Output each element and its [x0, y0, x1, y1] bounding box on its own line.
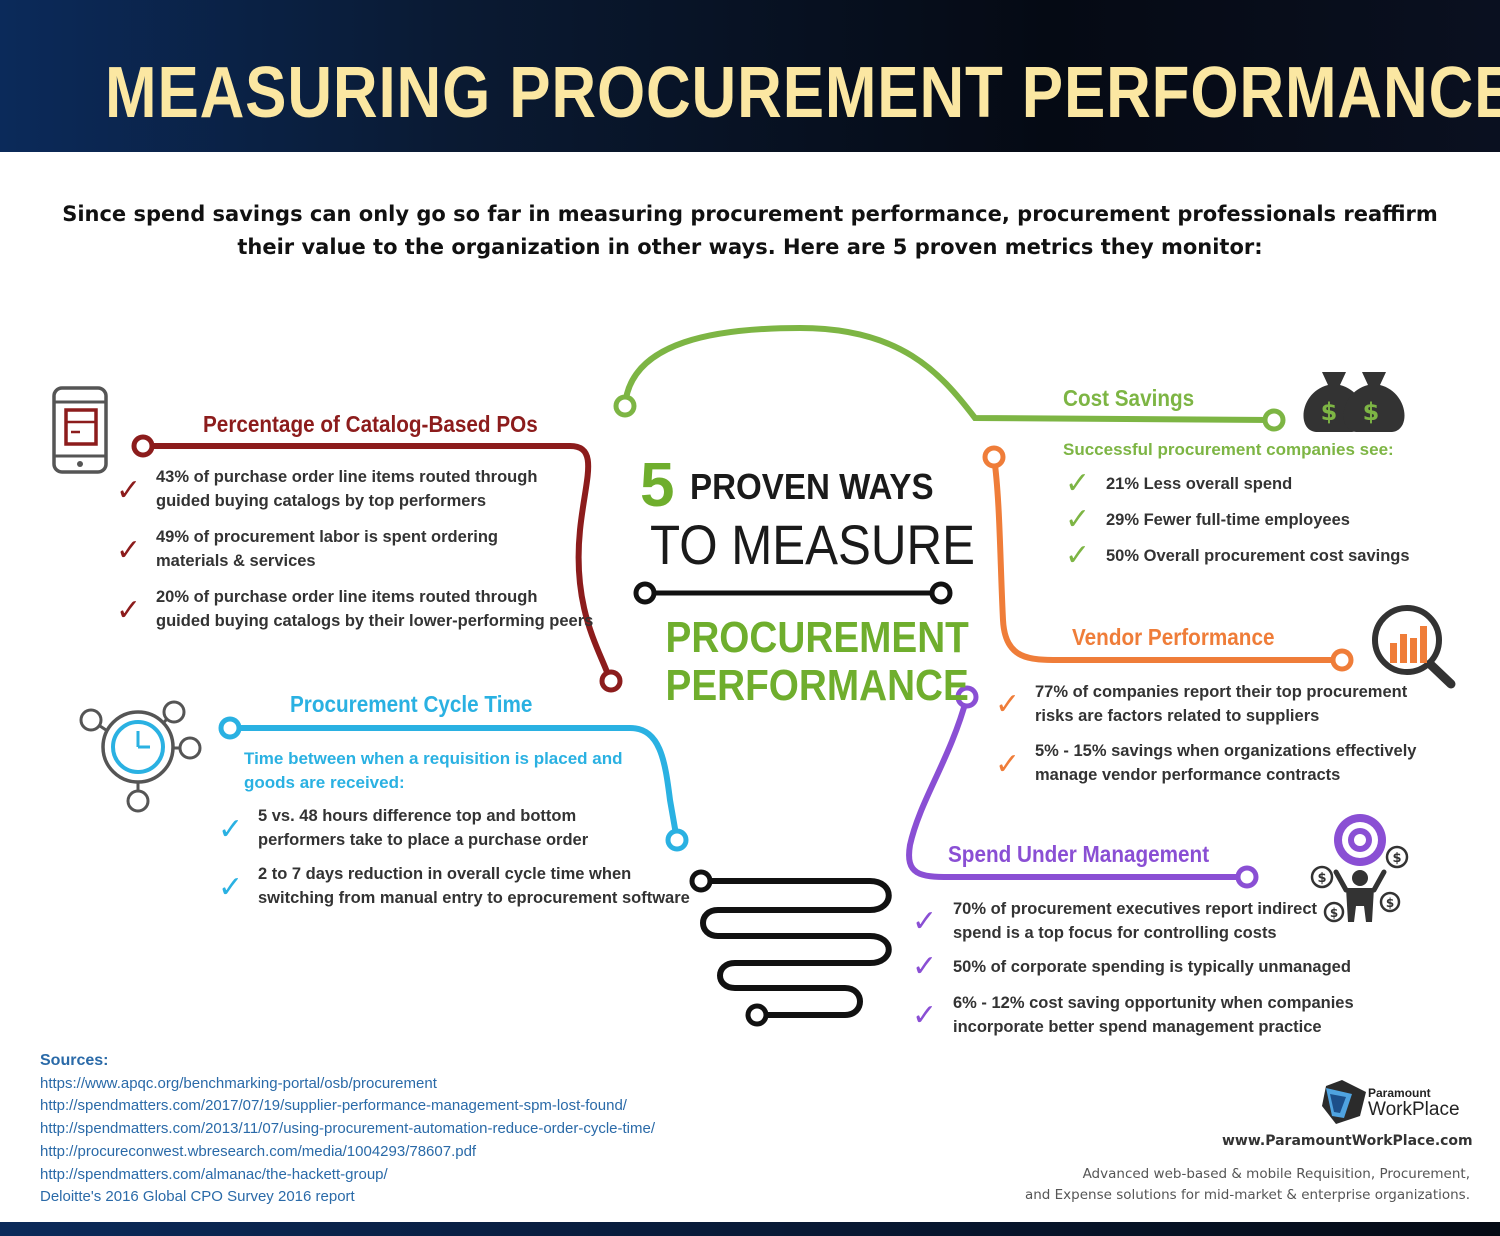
clock-network-icon [79, 700, 202, 813]
person-target-money-icon: $ $ $ $ [1310, 814, 1409, 923]
vendor-title: Vendor Performance [1072, 624, 1275, 650]
cost-connector-line [622, 324, 1275, 423]
catalog-bullet-3: 20% of purchase order line items routed … [156, 588, 594, 630]
svg-text:$: $ [1392, 851, 1401, 866]
cost-check-icon: ✓ [1065, 466, 1091, 501]
vendor-check-icon: ✓ [995, 687, 1021, 722]
cost-subtitle: Successful procurement companies see: [1063, 440, 1394, 459]
cost-bullet-1: 21% Less overall spend [1106, 475, 1293, 493]
cost-bullet-2: 29% Fewer full-time employees [1106, 511, 1350, 529]
cost-title: Cost Savings [1063, 385, 1195, 411]
cost-check-icon: ✓ [1065, 538, 1091, 573]
brand-tagline: Advanced web-based & mobile Requisition,… [1024, 1166, 1470, 1203]
spend-bullet-2: 50% of corporate spending is typically u… [953, 958, 1351, 976]
page-title: MEASURING PROCUREMENT PERFORMANCE? [105, 53, 1500, 133]
vendor-node-end [1330, 648, 1354, 672]
cycle-bullet-1: 5 vs. 48 hours difference top and bottom… [258, 807, 589, 849]
spend-check-icon: ✓ [912, 949, 938, 984]
catalog-bullet-2: 49% of procurement labor is spent orderi… [156, 528, 498, 570]
cycle-check-icon: ✓ [218, 812, 244, 847]
source-text: Deloitte's 2016 Global CPO Survey 2016 r… [40, 1188, 355, 1206]
cycle-node-start [218, 716, 242, 740]
cost-bullet-3: 50% Overall procurement cost savings [1106, 547, 1410, 565]
sources-heading: Sources: [40, 1052, 109, 1069]
catalog-check-icon: ✓ [116, 593, 142, 628]
spend-bullet-3: 6% - 12% cost saving opportunity when co… [953, 994, 1354, 1036]
center-procurement-performance: PROCUREMENT PERFORMANCE [665, 613, 969, 710]
catalog-node-start [131, 434, 155, 458]
catalog-node-end [599, 669, 623, 693]
vendor-connector-line [991, 454, 1343, 663]
center-to-measure: TO MEASURE [650, 513, 975, 576]
cycle-node-end [665, 828, 689, 852]
source-link[interactable]: https://www.apqc.org/benchmarking-portal… [40, 1074, 437, 1092]
center-divider-right-node [929, 581, 953, 605]
tablet-catalog-icon [52, 386, 108, 474]
spend-check-icon: ✓ [912, 904, 938, 939]
bulb-base-squiggle [699, 878, 892, 1018]
center-number-five: 5 [640, 451, 675, 520]
vendor-node-start [982, 445, 1006, 469]
center-divider-left-node [633, 581, 657, 605]
vendor-bullet-2: 5% - 15% savings when organizations effe… [1035, 742, 1417, 784]
intro-text: Since spend savings can only go so far i… [30, 198, 1470, 264]
cycle-connector-line [227, 725, 680, 843]
svg-text:$: $ [1330, 906, 1338, 920]
cycle-check-icon: ✓ [218, 870, 244, 905]
cost-node-end [1262, 408, 1286, 432]
footer-bar [0, 1222, 1500, 1236]
magnifier-chart-icon [1372, 605, 1456, 689]
source-link[interactable]: http://spendmatters.com/almanac/the-hack… [40, 1165, 388, 1183]
catalog-check-icon: ✓ [116, 473, 142, 508]
cycle-bullet-2: 2 to 7 days reduction in overall cycle t… [258, 865, 690, 907]
source-link[interactable]: http://procureconwest.wbresearch.com/med… [40, 1142, 477, 1160]
catalog-bullet-1: 43% of purchase order line items routed … [156, 468, 538, 510]
source-link[interactable]: http://spendmatters.com/2013/11/07/using… [40, 1120, 656, 1138]
spend-node-end [1235, 865, 1259, 889]
center-proven-ways: PROVEN WAYS [690, 466, 934, 507]
header-banner: MEASURING PROCUREMENT PERFORMANCE? [0, 0, 1500, 152]
center-performance: PERFORMANCE [665, 661, 969, 710]
sources-list: Sources: https://www.apqc.org/benchmarki… [40, 1050, 655, 1209]
svg-text:$: $ [1321, 398, 1338, 426]
cost-node-start [613, 394, 637, 418]
brand-website[interactable]: www.ParamountWorkPlace.com [1222, 1133, 1473, 1149]
svg-text:$: $ [1386, 896, 1394, 910]
paramount-cube-logo [1322, 1080, 1366, 1124]
money-bags-icon: $ $ [1303, 372, 1405, 432]
intro-line-1: Since spend savings can only go so far i… [62, 202, 1438, 226]
source-link[interactable]: http://spendmatters.com/2017/07/19/suppl… [40, 1097, 627, 1115]
vendor-bullet-1: 77% of companies report their top procur… [1035, 683, 1408, 725]
cycle-subtitle: Time between when a requisition is place… [244, 749, 623, 792]
center-procurement: PROCUREMENT [665, 613, 969, 662]
spend-bullet-1: 70% of procurement executives report ind… [953, 900, 1318, 942]
catalog-check-icon: ✓ [116, 533, 142, 568]
spend-check-icon: ✓ [912, 998, 938, 1033]
catalog-title: Percentage of Catalog-Based POs [203, 411, 538, 437]
cycle-title: Procurement Cycle Time [290, 691, 533, 717]
intro-line-2: their value to the organization in other… [237, 235, 1263, 259]
catalog-connector-line [140, 443, 613, 683]
brand-name-bottom: WorkPlace [1368, 1099, 1460, 1120]
cost-check-icon: ✓ [1065, 502, 1091, 537]
svg-text:$: $ [1363, 398, 1380, 426]
spend-connector-line [906, 694, 1249, 880]
spend-node-start [955, 685, 979, 709]
brand-name-top: Paramount [1368, 1086, 1431, 1100]
svg-text:$: $ [1317, 871, 1326, 886]
vendor-check-icon: ✓ [995, 747, 1021, 782]
spend-title: Spend Under Management [948, 841, 1210, 867]
